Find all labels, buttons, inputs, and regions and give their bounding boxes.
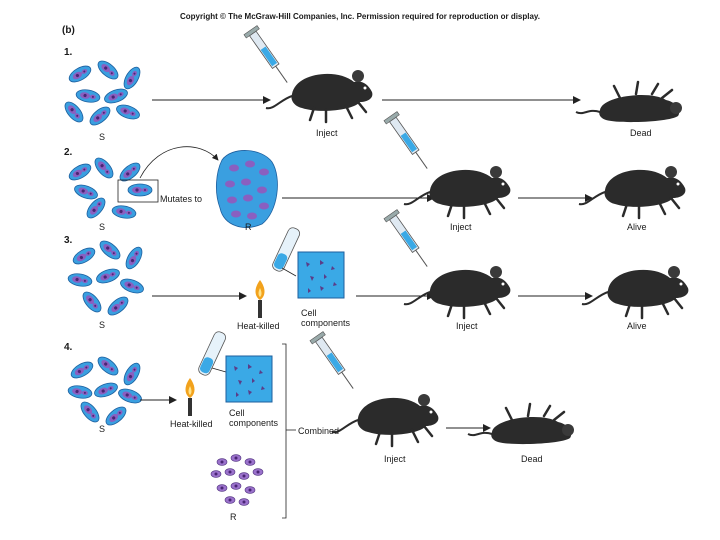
- row-1-inject-label: Inject: [316, 128, 338, 138]
- row-2-number: 2.: [64, 147, 73, 158]
- row-4-components-label: Cell components: [229, 408, 279, 428]
- row-3-treatment-label: Heat-killed: [237, 321, 280, 331]
- row-3-inject-label: Inject: [456, 321, 478, 331]
- row-2-s-cell-cluster: [66, 154, 153, 222]
- copyright-notice: Copyright © The McGraw-Hill Companies, I…: [179, 12, 541, 21]
- row-4-r-strain-label: R: [230, 512, 237, 522]
- row-4-inject-label: Inject: [384, 454, 406, 464]
- row-2-mutant-strain-label: R: [245, 222, 252, 232]
- row-3-outcome-label: Alive: [627, 321, 647, 331]
- row-3-components-label: Cell components: [301, 308, 351, 328]
- panel-label: (b): [62, 25, 75, 36]
- row-4-treatment-label: Heat-killed: [170, 419, 213, 429]
- row-2-strain-label: S: [99, 222, 106, 232]
- row-4-combined-label: Combined: [298, 426, 340, 436]
- row-1-s-cell-cluster: [61, 57, 144, 129]
- row-4-outcome-label: Dead: [521, 454, 543, 464]
- row-2-r-cell-blob: [216, 150, 278, 228]
- row-2-mutation-label: Mutates to: [160, 194, 203, 204]
- row-1-strain-label: S: [99, 132, 106, 142]
- row-2-inject-label: Inject: [450, 222, 472, 232]
- row-4-r-cell-cluster: [210, 454, 264, 506]
- row-4-strain-label: S: [99, 424, 106, 434]
- row-3-strain-label: S: [99, 320, 106, 330]
- row-4-number: 4.: [64, 342, 73, 353]
- row-2-outcome-label: Alive: [627, 222, 647, 232]
- row-3-s-cell-cluster: [66, 237, 146, 319]
- row-3-number: 3.: [64, 235, 73, 246]
- row-4-s-cell-cluster: [66, 353, 144, 429]
- row-1-outcome-label: Dead: [630, 128, 652, 138]
- row-1-number: 1.: [64, 47, 73, 58]
